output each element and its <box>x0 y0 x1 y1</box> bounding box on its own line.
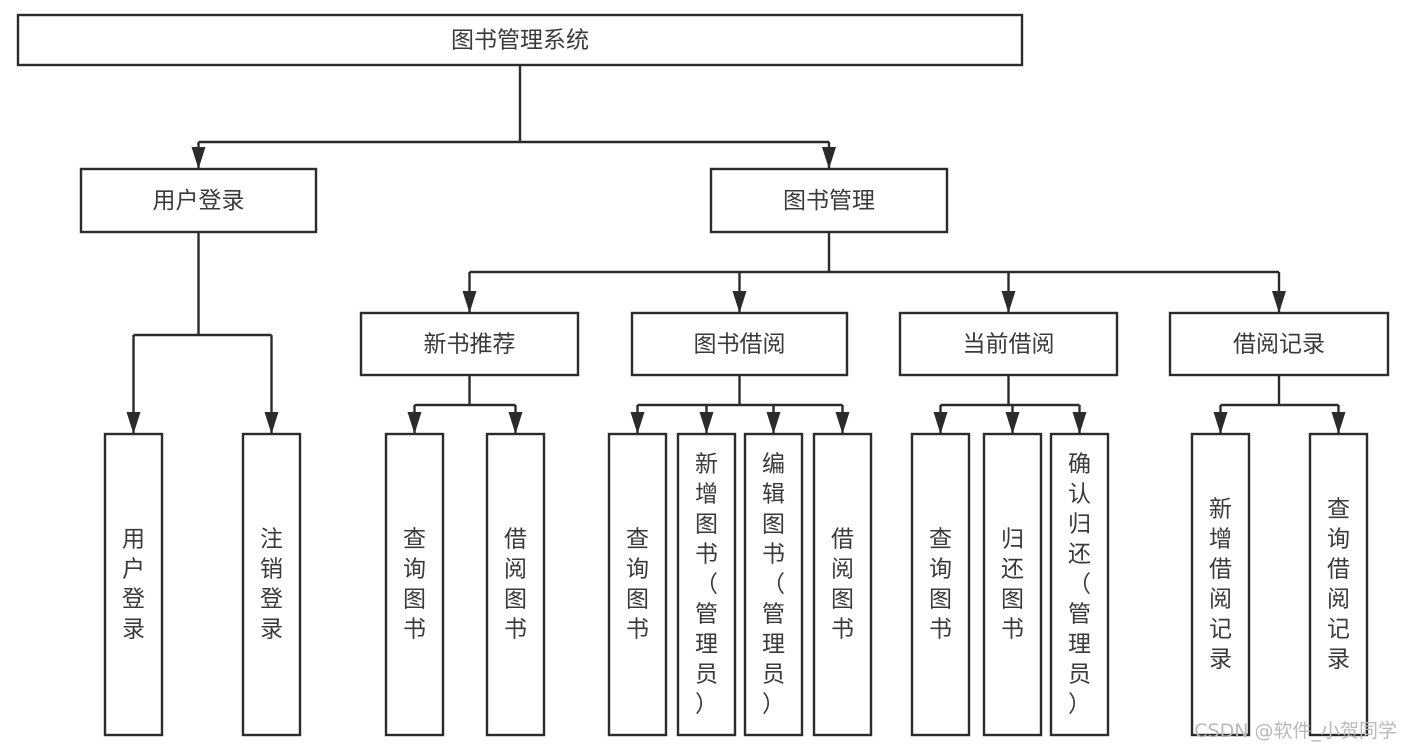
node-新书推荐[interactable]: 新书推荐 <box>359 311 580 377</box>
node-label: 编辑图书（管理员） <box>762 451 785 717</box>
node-注销登录[interactable]: 注销登录 <box>241 432 302 737</box>
node-label: 查询借阅记录 <box>1327 496 1350 672</box>
node-label: 借阅记录 <box>1233 332 1325 358</box>
node-rect <box>1190 432 1251 737</box>
node-label: 注销登录 <box>260 526 283 642</box>
node-label: 确认归还（管理员） <box>1068 451 1091 717</box>
node-label: 查询图书 <box>626 526 649 642</box>
leaf-node-查询图书[interactable]: 查询图书 <box>384 432 445 737</box>
arrow-head-icon <box>264 412 279 434</box>
node-label: 查询图书 <box>929 526 952 642</box>
node-rect <box>485 432 546 737</box>
leaf-node-新增借阅记录[interactable]: 新增借阅记录 <box>1190 432 1251 737</box>
node-用户登录[interactable]: 用户登录 <box>79 167 318 234</box>
arrow-head-icon <box>933 412 948 434</box>
node-rect <box>676 432 737 737</box>
arrow-head-icon <box>407 412 422 434</box>
arrow-head-icon <box>699 412 714 434</box>
arrow-head-icon <box>766 412 781 434</box>
node-rect <box>359 311 580 377</box>
arrow-head-icon <box>1005 412 1020 434</box>
node-label: 用户登录 <box>122 526 145 642</box>
arrow-head-icon <box>126 412 141 434</box>
leaf-node-借阅图书[interactable]: 借阅图书 <box>812 432 873 737</box>
node-rect <box>607 432 668 737</box>
node-label: 新增借阅记录 <box>1209 496 1232 672</box>
node-借阅记录[interactable]: 借阅记录 <box>1168 311 1390 377</box>
node-当前借阅[interactable]: 当前借阅 <box>898 311 1119 377</box>
arrow-head-icon <box>835 412 850 434</box>
node-图书管理系统[interactable]: 图书管理系统 <box>16 13 1024 67</box>
arrow-head-icon <box>630 412 645 434</box>
node-rect <box>898 311 1119 377</box>
arrow-head-icon <box>462 291 477 313</box>
node-label: 图书借阅 <box>694 332 786 358</box>
node-rect <box>982 432 1043 737</box>
node-图书管理[interactable]: 图书管理 <box>709 167 949 234</box>
node-rect <box>910 432 971 737</box>
node-label: 查询图书 <box>403 526 426 642</box>
node-label: 用户登录 <box>153 188 245 214</box>
node-label: 借阅图书 <box>504 526 527 642</box>
node-rect <box>743 432 804 737</box>
arrow-head-icon <box>508 412 523 434</box>
node-layer: 图书管理系统用户登录用户登录注销登录图书管理新书推荐查询图书借阅图书图书借阅查询… <box>16 13 1390 737</box>
leaf-node-归还图书[interactable]: 归还图书 <box>982 432 1043 737</box>
node-rect <box>812 432 873 737</box>
node-label: 新增图书（管理员） <box>695 451 718 717</box>
node-label: 新书推荐 <box>424 332 516 358</box>
connector-layer <box>126 65 1346 434</box>
leaf-node-编辑图书管理员[interactable]: 编辑图书（管理员） <box>743 432 804 737</box>
node-label: 当前借阅 <box>963 332 1055 358</box>
node-rect <box>16 13 1024 67</box>
arrow-head-icon <box>1213 412 1228 434</box>
leaf-node-查询借阅记录[interactable]: 查询借阅记录 <box>1308 432 1369 737</box>
leaf-node-确认归还管理员[interactable]: 确认归还（管理员） <box>1049 432 1110 737</box>
node-rect <box>384 432 445 737</box>
node-rect <box>1049 432 1110 737</box>
node-rect <box>1308 432 1369 737</box>
arrow-head-icon <box>822 147 836 169</box>
node-rect <box>1168 311 1390 377</box>
arrow-head-icon <box>1331 412 1346 434</box>
leaf-node-新增图书管理员[interactable]: 新增图书（管理员） <box>676 432 737 737</box>
leaf-node-查询图书[interactable]: 查询图书 <box>910 432 971 737</box>
node-图书借阅[interactable]: 图书借阅 <box>630 311 849 377</box>
node-rect <box>79 167 318 234</box>
node-rect <box>241 432 302 737</box>
arrow-head-icon <box>191 147 206 169</box>
node-label: 归还图书 <box>1001 526 1024 642</box>
arrow-head-icon <box>1072 412 1087 434</box>
leaf-node-借阅图书[interactable]: 借阅图书 <box>485 432 546 737</box>
node-label: 图书管理 <box>783 188 875 214</box>
node-用户登录[interactable]: 用户登录 <box>103 432 164 737</box>
node-label: 图书管理系统 <box>451 28 589 54</box>
node-rect <box>630 311 849 377</box>
arrow-head-icon <box>1272 291 1286 313</box>
leaf-node-查询图书[interactable]: 查询图书 <box>607 432 668 737</box>
node-label: 借阅图书 <box>831 526 854 642</box>
arrow-head-icon <box>1001 291 1016 313</box>
node-rect <box>709 167 949 234</box>
node-rect <box>103 432 164 737</box>
arrow-head-icon <box>732 291 747 313</box>
